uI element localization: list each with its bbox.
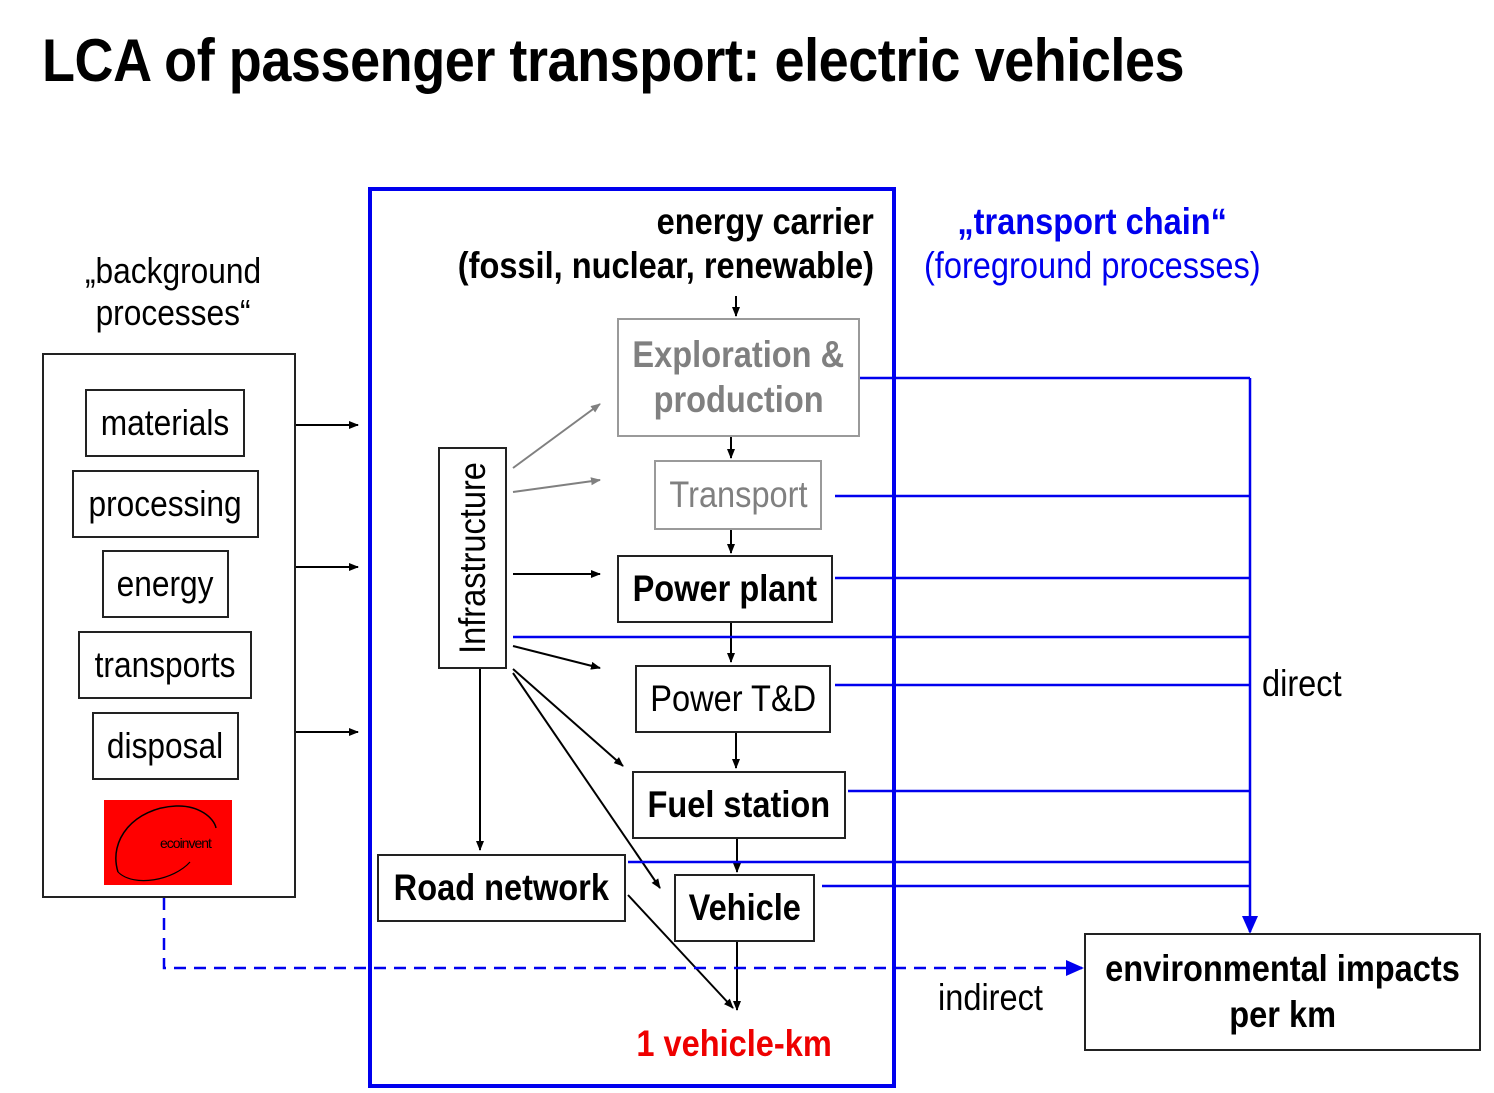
ecoinvent-logo-text: ecoinvent <box>160 835 212 851</box>
energy-carrier-heading: energy carrier (fossil, nuclear, renewab… <box>457 201 874 286</box>
transport-box: Transport <box>654 460 822 530</box>
arrow-infra-to-fuelstation <box>512 668 624 767</box>
background-heading: „background processes“ <box>84 250 262 334</box>
infrastructure-box: Infrastructure <box>438 447 507 669</box>
indirect-label: indirect <box>938 977 1043 1018</box>
ecoinvent-logo: ecoinvent <box>104 800 232 885</box>
infrastructure-label: Infrastructure <box>451 462 493 654</box>
road-network-box: Road network <box>377 854 626 922</box>
background-item-transports: transports <box>78 631 252 699</box>
power-plant-box: Power plant <box>617 555 833 623</box>
arrow-infra-to-td <box>512 645 601 670</box>
arrow-infra-to-exploration <box>512 403 601 469</box>
environmental-impacts-box: environmental impacts per km <box>1084 933 1481 1051</box>
direct-label: direct <box>1262 663 1342 704</box>
fuel-station-box: Fuel station <box>632 771 846 839</box>
ecoinvent-swoosh-icon <box>115 805 217 882</box>
background-item-energy: energy <box>102 550 229 618</box>
arrow-infra-to-transport <box>512 477 601 493</box>
vehicle-km-label: 1 vehicle-km <box>636 1023 832 1064</box>
background-item-disposal: disposal <box>92 712 239 780</box>
page-title: LCA of passenger transport: electric veh… <box>42 27 1185 94</box>
background-item-processing: processing <box>72 470 259 538</box>
background-item-materials: materials <box>85 389 245 457</box>
foreground-heading: „transport chain“ (foreground processes) <box>924 201 1261 286</box>
exploration-production-box: Exploration & production <box>617 318 860 437</box>
vehicle-box: Vehicle <box>674 874 815 942</box>
power-td-box: Power T&D <box>635 665 831 733</box>
